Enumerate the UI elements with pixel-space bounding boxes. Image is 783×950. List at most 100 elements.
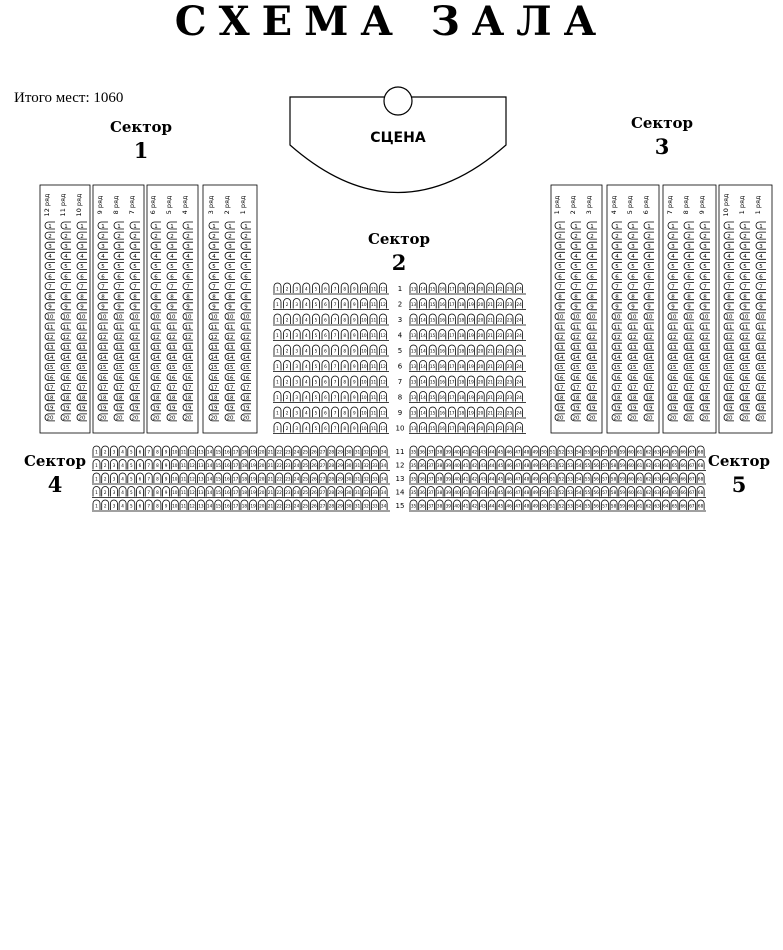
seat-number: 7: [133, 284, 137, 290]
seat-number: 20: [243, 416, 250, 422]
seat-number: 15: [430, 349, 436, 354]
seat-number: 13: [411, 349, 417, 354]
seat-number: 2: [286, 318, 289, 323]
seat-number: 17: [243, 385, 250, 391]
seat: [60, 413, 71, 422]
seat-number: 35: [411, 477, 417, 482]
seat-number: 6: [139, 450, 142, 455]
seat-number: 24: [294, 450, 300, 455]
seat: [113, 302, 124, 311]
seat-number: 20: [478, 426, 484, 431]
seat-number: 1: [186, 224, 190, 230]
seat-number: 13: [726, 345, 733, 351]
seat-number: 48: [524, 450, 530, 455]
seat-number: 8: [343, 333, 346, 338]
seat: [113, 231, 124, 240]
seat-number: 67: [689, 450, 695, 455]
seat-number: 14: [420, 426, 426, 431]
seat-number: 3: [727, 244, 731, 250]
seat-number: 18: [459, 287, 465, 292]
seat-number: 21: [268, 504, 274, 509]
seat-number: 19: [250, 504, 256, 509]
seat-number: 4: [80, 254, 84, 260]
seat-number: 15: [243, 365, 250, 371]
seat-number: 4: [121, 490, 124, 495]
row-label: 7 ряд: [666, 195, 674, 214]
seat-number: 19: [468, 333, 474, 338]
seat-number: 24: [516, 302, 522, 307]
seat-number: 56: [594, 450, 600, 455]
seat-number: 1: [759, 224, 763, 230]
seat: [60, 272, 71, 280]
seat-number: 5: [590, 264, 594, 270]
seat-number: 54: [576, 504, 582, 509]
seat-number: 2: [286, 349, 289, 354]
seat: [150, 403, 161, 412]
seat: [76, 221, 87, 230]
seat-number: 6: [615, 274, 619, 280]
seat: [113, 251, 124, 260]
seat: [60, 282, 71, 290]
seat-number: 17: [449, 349, 455, 354]
seat-number: 1: [95, 477, 98, 482]
seat-number: 24: [516, 426, 522, 431]
seat: [44, 221, 55, 230]
seat-number: 9: [353, 411, 356, 416]
seat-number: 14: [420, 349, 426, 354]
seat-number: 16: [227, 375, 234, 381]
row-number: 3: [398, 316, 402, 324]
seat-number: 16: [224, 450, 230, 455]
seat-number: 9: [101, 305, 105, 311]
seat-number: 23: [507, 349, 513, 354]
seat-number: 45: [498, 463, 504, 468]
seat-number: 17: [449, 333, 455, 338]
seat-number: 13: [169, 345, 176, 351]
seat-number: 28: [329, 463, 335, 468]
seat-number: 49: [533, 504, 539, 509]
seat-number: 23: [285, 477, 291, 482]
seat-number: 42: [472, 450, 478, 455]
seat-number: 8: [558, 295, 562, 301]
seat-number: 33: [372, 504, 378, 509]
seat-number: 6: [228, 274, 232, 280]
seat-number: 10: [211, 315, 218, 321]
seat: [129, 342, 140, 351]
seat-number: 6: [324, 349, 327, 354]
seat-number: 15: [430, 302, 436, 307]
seat: [129, 272, 140, 280]
seat-number: 42: [472, 463, 478, 468]
row-number: 2: [398, 301, 402, 309]
seat: [76, 272, 87, 280]
seat-number: 3: [113, 463, 116, 468]
seat-number: 8: [743, 295, 747, 301]
seat-number: 63: [654, 463, 660, 468]
seat-number: 11: [181, 450, 187, 455]
seat-number: 59: [620, 477, 626, 482]
seat-number: 24: [294, 477, 300, 482]
seat-number: 64: [663, 450, 669, 455]
seat-number: 4: [186, 254, 190, 260]
seat-number: 4: [590, 254, 594, 260]
seat-number: 18: [459, 318, 465, 323]
seat-number: 1: [276, 411, 279, 416]
seat-number: 36: [420, 450, 426, 455]
seat-number: 50: [541, 504, 547, 509]
row-label: 8 ряд: [682, 195, 690, 214]
seat-number: 14: [420, 411, 426, 416]
row-label: 3 ряд: [207, 195, 215, 214]
seat-number: 31: [355, 477, 361, 482]
seat-number: 17: [79, 385, 86, 391]
seat-number: 20: [557, 416, 564, 422]
seat-number: 4: [305, 395, 308, 400]
seat-number: 11: [557, 325, 564, 331]
seat-number: 12: [380, 318, 386, 323]
seat-number: 68: [698, 477, 704, 482]
seat: [166, 363, 177, 371]
seat-number: 16: [100, 375, 107, 381]
seat-number: 19: [468, 302, 474, 307]
seat-number: 4: [117, 254, 121, 260]
seat-number: 60: [628, 490, 634, 495]
row-label: 5 ряд: [165, 195, 173, 214]
seat-number: 18: [63, 396, 70, 402]
